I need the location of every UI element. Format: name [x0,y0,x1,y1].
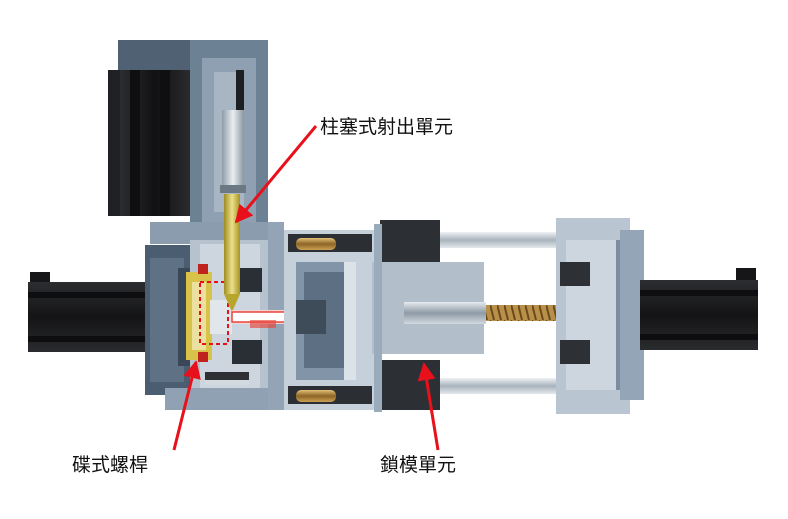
right-motor [640,268,758,350]
label-mold-clamping-unit: 鎖模單元 [380,454,457,476]
right-end-plate [556,218,644,414]
label-disc-screw: 碟式螺桿 [72,454,149,476]
label-plunger-injection-unit: 柱塞式射出單元 [320,116,454,138]
guide-rods [440,232,558,394]
arrow-mold-clamping-unit [417,362,440,451]
callout-arrows [172,125,440,451]
left-motor [28,272,150,352]
ball-screw [404,302,580,324]
mold-block [284,230,374,410]
plunger [224,194,240,312]
arrow-plunger-injection-unit [234,125,318,224]
nozzle [231,310,302,328]
arrow-disc-screw [172,360,201,451]
